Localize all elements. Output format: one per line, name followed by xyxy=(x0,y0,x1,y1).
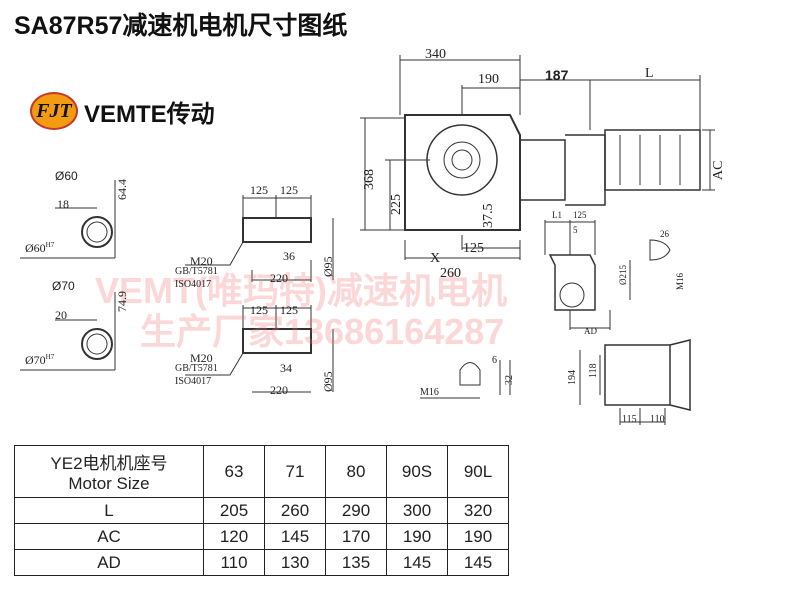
dim-225: 225 xyxy=(389,194,404,215)
header-en: Motor Size xyxy=(68,474,150,493)
sleeve1-length: 220 xyxy=(270,271,288,285)
dim-340: 340 xyxy=(425,47,446,62)
cell: 300 xyxy=(386,497,448,524)
logo-mark-icon: FJT xyxy=(30,92,78,130)
view-x-label: X xyxy=(430,251,441,266)
shaft60-title: Ø60 xyxy=(55,169,78,183)
shaft60-height: 64.4 xyxy=(115,179,129,200)
size-cell: 90S xyxy=(386,445,448,498)
row-label: AD xyxy=(14,549,204,576)
logo-text: VEMTE传动 xyxy=(84,100,215,128)
thread1-26: 26 xyxy=(660,229,669,239)
row-label: AC xyxy=(14,523,204,550)
shaft60-bore-value: Ø60 xyxy=(25,241,46,255)
sleeve2-bolt: M20 xyxy=(190,351,213,365)
side-215: Ø215 xyxy=(618,265,628,285)
sleeve1-dim-b: 125 xyxy=(280,183,298,197)
page-title: SA87R57减速机电机尺寸图纸 xyxy=(14,12,348,40)
cell: 170 xyxy=(325,523,387,550)
dim-190: 190 xyxy=(478,72,499,87)
shaft-sections xyxy=(20,180,116,371)
shaft70-bore-value: Ø70 xyxy=(25,353,46,367)
cell: 260 xyxy=(264,497,326,524)
dim-125: 125 xyxy=(463,241,484,256)
bottom-115: 115 xyxy=(622,414,637,425)
thread1-M16: M16 xyxy=(675,272,685,290)
header-cn: YE2电机机座号 xyxy=(50,454,168,473)
dim-187: 187 xyxy=(545,67,569,83)
thread2-32: 32 xyxy=(504,375,515,385)
sleeve1-bolt: M20 xyxy=(190,254,213,268)
table-row: AD 110 130 135 145 145 xyxy=(14,549,509,576)
cell: 110 xyxy=(203,549,265,576)
bottom-118: 118 xyxy=(588,363,599,378)
cell: 145 xyxy=(264,523,326,550)
sleeve2-diameter: Ø95 xyxy=(321,371,335,392)
cell: 190 xyxy=(386,523,448,550)
bottom-110: 110 xyxy=(650,414,665,425)
shaft60-width: 18 xyxy=(57,197,69,211)
cell: 205 xyxy=(203,497,265,524)
shaft70-title: Ø70 xyxy=(52,279,75,293)
row-label: L xyxy=(14,497,204,524)
cell: 145 xyxy=(386,549,448,576)
vemte-logo: FJT VEMTE传动 xyxy=(30,92,215,130)
sleeve2-std1: GB/T5781 xyxy=(175,363,218,374)
sleeve2-length: 220 xyxy=(270,383,288,397)
sleeve2-depth: 34 xyxy=(280,361,292,375)
sleeve2-dim-a: 125 xyxy=(250,303,268,317)
sleeve1-depth: 36 xyxy=(283,249,295,263)
shaft70-tolerance: H7 xyxy=(45,353,55,361)
side-125: 125 xyxy=(573,210,587,220)
shaft70-bore: Ø70H7 xyxy=(25,353,55,367)
cell: 130 xyxy=(264,549,326,576)
gearbox-front-view xyxy=(360,55,715,260)
sleeve1-std2: ISO4017 xyxy=(175,279,212,290)
shaft70-height: 74.9 xyxy=(115,291,129,312)
dim-37-5: 37.5 xyxy=(481,203,496,229)
cell: 290 xyxy=(325,497,387,524)
shaft60-tolerance: H7 xyxy=(45,241,55,249)
thread2-6: 6 xyxy=(492,355,497,366)
side-view xyxy=(420,220,691,425)
sleeve1-diameter: Ø95 xyxy=(321,256,335,277)
size-cell: 71 xyxy=(264,445,326,498)
table-row: AC 120 145 170 190 190 xyxy=(14,523,509,550)
shaft60-bore: Ø60H7 xyxy=(25,241,55,255)
side-L1: L1 xyxy=(552,210,562,220)
dim-L: L xyxy=(645,66,654,81)
thread2-M16: M16 xyxy=(420,387,439,398)
side-5: 5 xyxy=(573,225,578,235)
size-cell: 63 xyxy=(203,445,265,498)
side-AD: AD xyxy=(584,326,597,336)
cell: 145 xyxy=(447,549,509,576)
cell: 320 xyxy=(447,497,509,524)
sleeve1-dim-a: 125 xyxy=(250,183,268,197)
table-row: L 205 260 290 300 320 xyxy=(14,497,509,524)
size-cell: 90L xyxy=(447,445,509,498)
cell: 190 xyxy=(447,523,509,550)
dim-260: 260 xyxy=(440,266,461,281)
shaft70-width: 20 xyxy=(55,308,67,322)
cell: 135 xyxy=(325,549,387,576)
cell: 120 xyxy=(203,523,265,550)
sleeve2-std2: ISO4017 xyxy=(175,376,212,387)
dim-AC: AC xyxy=(711,160,726,180)
dim-368: 368 xyxy=(362,169,377,190)
sleeve1-std1: GB/T5781 xyxy=(175,266,218,277)
sleeve2-dim-b: 125 xyxy=(280,303,298,317)
bottom-194: 194 xyxy=(567,370,578,385)
hollow-shaft-sleeves xyxy=(185,195,334,393)
size-cell: 80 xyxy=(325,445,387,498)
